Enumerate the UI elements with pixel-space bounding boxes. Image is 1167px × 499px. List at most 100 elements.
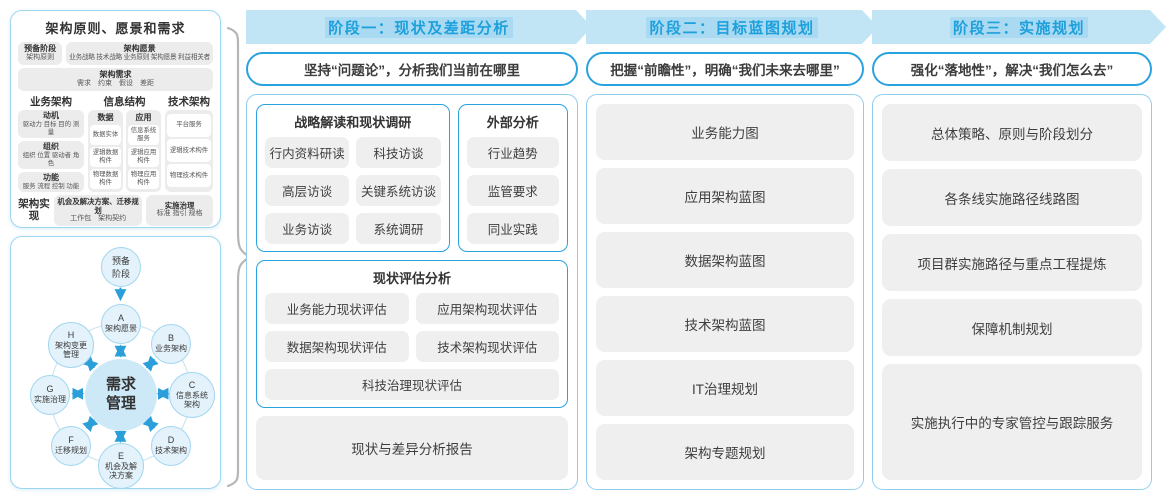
opportunities-sub: 工作包 架构契约 [70, 215, 127, 222]
phase3-item: 实施执行中的专家管控与跟踪服务 [882, 364, 1142, 480]
phase1-header-band: 阶段一：现状及差距分析 [246, 10, 592, 44]
phase3-header-text: 阶段三：实施规划 [950, 17, 1088, 38]
strategy-research-title: 战略解读和现状调研 [294, 115, 412, 130]
prep-stage-box: 预备阶段 架构原则 [18, 42, 63, 65]
motivation-box: 动机 驱动力 目标 目的 测量 [18, 109, 84, 138]
framework-column-headers: 业务架构 信息结构 技术架构 [18, 94, 213, 108]
research-item: 高层访谈 [265, 175, 350, 206]
organization-sub: 组织 位置 驱动者 角色 [22, 151, 80, 167]
application-group-title: 应用 [135, 112, 152, 122]
framework-row-vision: 预备阶段 架构原则 架构愿景 业务战略 技术战略 业务原则 架构愿景 利益相关者 [18, 42, 213, 65]
opportunities-title: 机会及解决方案、迁移规划 [57, 196, 139, 215]
phase2-header-band: 阶段二：目标蓝图规划 [586, 10, 878, 44]
data-item: 物理数据构件 [90, 168, 121, 189]
assessment-item: 科技治理现状评估 [265, 369, 559, 400]
technology-item: 平台服务 [167, 113, 211, 137]
phase3-content: 总体策略、原则与阶段划分 各条线实施路径线路图 项目群实施路径与重点工程提炼 保… [872, 94, 1152, 490]
phase2-subtitle: 把握“前瞻性”，明确“我们未来去哪里” [586, 52, 864, 86]
gap-analysis-report-box: 现状与差异分析报告 [256, 416, 568, 480]
assessment-item: 技术架构现状评估 [415, 331, 559, 362]
phase3-item: 保障机制规划 [882, 299, 1142, 357]
vision-title: 架构愿景 [123, 44, 156, 54]
data-group-title: 数据 [97, 112, 114, 122]
external-analysis-box: 外部分析 行业趋势 监管要求 同业实践 [457, 104, 568, 252]
phase2-item: 技术架构蓝图 [596, 296, 854, 352]
motivation-title: 动机 [43, 110, 59, 120]
assessment-box: 现状评估分析 业务能力现状评估 应用架构现状评估 数据架构现状评估 技术架构现状… [256, 260, 568, 408]
data-item: 逻辑数据构件 [90, 146, 121, 167]
adm-center-label: 需求管理 [105, 376, 136, 412]
requirements-title: 架构需求 [99, 69, 132, 79]
governance-title: 实施治理 [164, 201, 195, 211]
application-item: 逻辑应用构件 [128, 146, 159, 167]
adm-center-node: 需求管理 [85, 359, 157, 431]
phase3-column: 阶段三：实施规划 强化“落地性”，解决“我们怎么去” 总体策略、原则与阶段划分 … [872, 10, 1152, 490]
strategy-research-box: 战略解读和现状调研 行内资料研读 科技访谈 高层访谈 关键系统访谈 业务访谈 系… [256, 104, 450, 252]
phase3-subtitle: 强化“落地性”，解决“我们怎么去” [872, 52, 1152, 86]
realization-label: 架构实现 [18, 197, 50, 223]
phase3-item: 各条线实施路径线路图 [882, 169, 1142, 227]
adm-node-c: C 信息系统架构 [169, 372, 215, 418]
research-item: 科技访谈 [356, 137, 441, 168]
phase2-item: IT治理规划 [596, 360, 854, 416]
phase2-item: 数据架构蓝图 [596, 232, 854, 288]
business-arch-column: 动机 驱动力 目标 目的 测量 组织 组织 位置 驱动者 角色 功能 服务 流程… [18, 109, 84, 192]
phase3-item: 总体策略、原则与阶段划分 [882, 104, 1142, 162]
application-item: 物理应用构件 [128, 168, 159, 189]
adm-prep-node: 预备阶段 [101, 247, 141, 287]
phase2-item: 架构专题规划 [596, 424, 854, 480]
external-analysis-title: 外部分析 [486, 115, 539, 130]
phase2-column: 阶段二：目标蓝图规划 把握“前瞻性”，明确“我们未来去哪里” 业务能力图 应用架… [586, 10, 864, 490]
governance-sub: 标准 指引 规格 [156, 210, 203, 218]
adm-cycle-panel: 预备阶段 需求管理 A 架构愿景 B 业务架构 C 信息系统架构 D 技术架构 … [10, 236, 221, 489]
research-item: 行内资料研读 [265, 137, 350, 168]
information-structure-header: 信息结构 [103, 95, 146, 108]
business-arch-header: 业务架构 [30, 95, 72, 108]
application-group: 应用 信息系统服务 逻辑应用构件 物理应用构件 [126, 109, 161, 192]
adm-node-e: E 机会及解决方案 [98, 443, 144, 489]
adm-prep-label: 预备阶段 [111, 256, 130, 279]
external-item: 监管要求 [466, 175, 559, 206]
external-item: 同业实践 [466, 213, 559, 244]
prep-stage-title: 预备阶段 [24, 44, 57, 53]
opportunities-migration-box: 机会及解决方案、迁移规划 工作包 架构契约 [54, 194, 143, 226]
organization-title: 组织 [43, 141, 59, 151]
vision-box: 架构愿景 业务战略 技术战略 业务原则 架构愿景 利益相关者 [66, 42, 213, 65]
technology-arch-column: 平台服务 逻辑技术构件 物理技术构件 [165, 109, 213, 192]
vision-sub: 业务战略 技术战略 业务原则 架构愿景 利益相关者 [69, 54, 210, 62]
adm-node-g: G 实施治理 [30, 375, 70, 415]
adm-node-f: F 迁移规划 [51, 426, 91, 466]
external-item: 行业趋势 [466, 137, 559, 168]
data-group: 数据 数据实体 逻辑数据构件 物理数据构件 [88, 109, 123, 192]
phase1-subtitle: 坚持“问题论”，分析我们当前在哪里 [246, 52, 578, 86]
framework-columns: 动机 驱动力 目标 目的 测量 组织 组织 位置 驱动者 角色 功能 服务 流程… [18, 109, 213, 192]
technology-item: 逻辑技术构件 [167, 138, 211, 163]
motivation-sub: 驱动力 目标 目的 测量 [22, 120, 80, 136]
phase1-header-text: 阶段一：现状及差距分析 [325, 17, 513, 38]
information-structure-column: 数据 数据实体 逻辑数据构件 物理数据构件 应用 信息系统服务 逻辑应用构件 物… [88, 109, 161, 192]
phase1-content: 战略解读和现状调研 行内资料研读 科技访谈 高层访谈 关键系统访谈 业务访谈 系… [246, 94, 578, 490]
phase2-item: 业务能力图 [596, 104, 854, 160]
phase3-header-band: 阶段三：实施规划 [872, 10, 1166, 44]
phase2-header-text: 阶段二：目标蓝图规划 [646, 17, 817, 38]
implementation-governance-box: 实施治理 标准 指引 规格 [146, 194, 213, 226]
phase2-item: 应用架构蓝图 [596, 168, 854, 224]
research-item: 系统调研 [356, 213, 441, 244]
function-sub: 服务 流程 控制 功能 [22, 182, 80, 190]
architecture-realization-row: 架构实现 机会及解决方案、迁移规划 工作包 架构契约 实施治理 标准 指引 规格 [18, 194, 213, 226]
technology-arch-header: 技术架构 [168, 95, 210, 108]
assessment-item: 应用架构现状评估 [415, 293, 559, 324]
prep-stage-sub: 架构原则 [26, 54, 55, 61]
phase2-content: 业务能力图 应用架构蓝图 数据架构蓝图 技术架构蓝图 IT治理规划 架构专题规划 [586, 94, 864, 490]
research-item: 业务访谈 [265, 213, 350, 244]
research-item: 关键系统访谈 [356, 175, 441, 206]
framework-title: 架构原则、愿景和需求 [45, 21, 186, 36]
function-box: 功能 服务 流程 控制 功能 [18, 171, 84, 192]
adm-node-h: H 架构变更管理 [48, 322, 94, 368]
application-item: 信息系统服务 [128, 124, 159, 145]
assessment-title: 现状评估分析 [372, 271, 451, 286]
data-item: 数据实体 [90, 124, 121, 145]
assessment-item: 数据架构现状评估 [265, 331, 409, 362]
phase3-item: 项目群实施路径与重点工程提炼 [882, 234, 1142, 292]
function-title: 功能 [43, 172, 59, 182]
